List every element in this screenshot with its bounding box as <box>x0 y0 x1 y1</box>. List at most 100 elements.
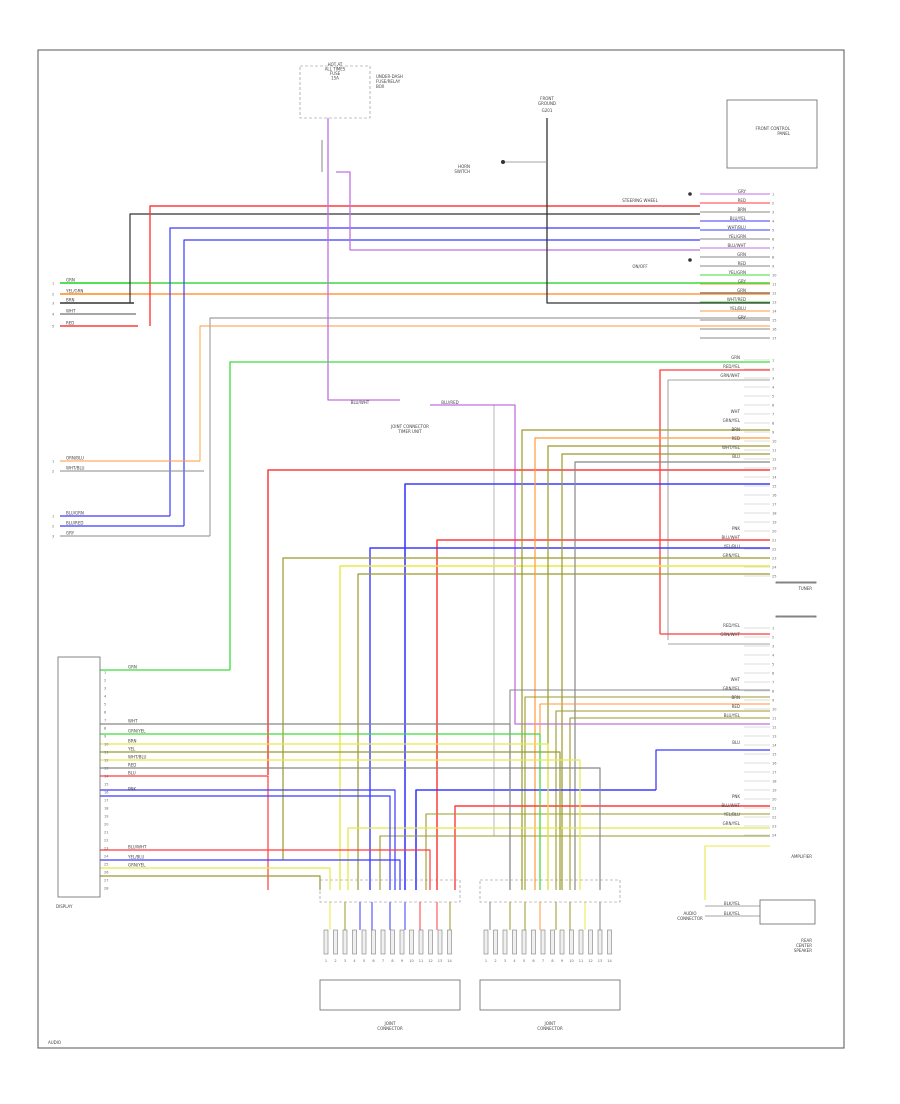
top-fuse-note-1: FUSE/RELAY <box>376 79 401 84</box>
right-upper-pin-12: 13 <box>772 301 776 305</box>
right-mid-pin-11: 12 <box>772 458 776 462</box>
top-fuse-note-2: BOX <box>376 84 385 89</box>
right-upper-label-8: RED <box>738 261 746 266</box>
display-pin-7: 8 <box>104 727 106 731</box>
bottom-joint-2-body <box>479 979 621 1011</box>
display-pin-0: 1 <box>104 671 106 675</box>
left-mid-label-0: ORN/BLU <box>66 456 84 461</box>
bottom-joint-2-pin-4 <box>521 929 527 955</box>
green-display-feed <box>229 361 770 670</box>
right-upper-label-10: GRY <box>738 279 747 284</box>
yellow-long-1 <box>339 565 770 890</box>
left-upper-label-2: BRN <box>66 298 75 303</box>
right-upper-label-14: GRY <box>738 315 747 320</box>
olive-long-2 <box>357 573 770 890</box>
right-mid-pin-21: 22 <box>772 548 776 552</box>
violet-branch <box>336 171 700 251</box>
audio-conn-text-1: CONNECTOR <box>677 916 703 921</box>
right-mid-pin-17: 18 <box>772 512 776 516</box>
right-low-label-2: WHT <box>731 677 741 682</box>
right-low-label-9: BLU/WHT <box>722 803 741 808</box>
right-upper-label-9: YEL/GRN <box>728 270 746 275</box>
bottom-joint-2-pinno-11: 12 <box>588 959 592 963</box>
tuner-rule <box>775 581 817 584</box>
bottom-joint-2-pinno-0: 1 <box>485 959 487 963</box>
bottom-joint-1-pinno-2: 3 <box>344 959 346 963</box>
display-pin-24: 25 <box>104 863 108 867</box>
bottom-joint-2-pinno-2: 3 <box>504 959 506 963</box>
display-pin-10: 11 <box>104 751 108 755</box>
display-pin-17: 18 <box>104 807 108 811</box>
bottom-joint-2-pin-13 <box>607 929 612 955</box>
display-pin-3: 4 <box>104 695 107 699</box>
bottom-joint-2-pin-9 <box>569 929 574 955</box>
page-id: AUDIO <box>48 1040 61 1045</box>
right-upper-label-4: WHT/BLU <box>728 225 747 230</box>
right-mid-pin-3: 4 <box>772 386 775 390</box>
bottom-joint-1-pinno-5: 6 <box>372 959 374 963</box>
right-low-label-3: GRN/YEL <box>723 686 741 691</box>
bottom-joint-2-pinno-8: 9 <box>561 959 563 963</box>
right-mid-label-3: WHT <box>731 409 741 414</box>
left-low-label-1: BLU/RED <box>66 521 83 526</box>
right-upper-label-5: YEL/GRN <box>728 234 746 239</box>
right-upper-pin-10: 11 <box>772 283 776 287</box>
right-low-pin-2: 3 <box>772 645 774 649</box>
display-module-box <box>57 656 101 898</box>
right-low-label-1: GRN/WHT <box>720 632 740 637</box>
right-upper-pin-14: 15 <box>772 319 776 323</box>
red-long-1 <box>267 469 770 775</box>
right-mid-label-0: GRN <box>731 355 740 360</box>
display-wire-12 <box>100 875 321 890</box>
left-low-pin-0: 1 <box>52 515 54 519</box>
amp-yellow <box>347 827 770 890</box>
bottom-joint-2-pinno-7: 8 <box>551 959 553 963</box>
display-pin-5: 6 <box>104 711 106 715</box>
right-upper-pin-15: 16 <box>772 328 776 332</box>
right-low-pin-15: 16 <box>772 762 776 766</box>
display-wire-1 <box>100 733 541 890</box>
left-upper-pin-3: 4 <box>52 313 55 317</box>
amp-bundle-4 <box>569 717 770 890</box>
display-module-text-0: DISPLAY <box>56 904 73 909</box>
bottom-joint-1-pinno-13: 14 <box>447 959 452 963</box>
right-low-pin-23: 24 <box>772 834 777 838</box>
right-mid-pin-15: 16 <box>772 494 776 498</box>
right-mid-pin-0: 1 <box>772 359 774 363</box>
right-upper-label-6: BLU/WHT <box>728 243 747 248</box>
bottom-joint-1-pin-5 <box>371 929 376 955</box>
display-pin-18: 19 <box>104 815 108 819</box>
display-pin-2: 3 <box>104 687 106 691</box>
bottom-joint-1-pin-1 <box>333 929 338 955</box>
red-right-1 <box>659 369 770 634</box>
top-fuse-box <box>299 65 371 119</box>
right-low-label-0: RED/YEL <box>723 623 741 628</box>
bottom-joint-2-pinno-1: 2 <box>494 959 496 963</box>
bottom-joint-2-top <box>479 879 621 903</box>
right-low-pin-8: 9 <box>772 699 774 703</box>
blue-riser-2 <box>183 239 700 526</box>
bottom-joint-1-pinno-10: 11 <box>419 959 423 963</box>
right-mid-pin-23: 24 <box>772 566 777 570</box>
right-low-pin-9: 10 <box>772 708 776 712</box>
bottom-joint-2-pin-10 <box>578 929 584 955</box>
blue-long-1 <box>404 483 770 890</box>
bottom-joint-2-pin-5 <box>531 929 536 955</box>
display-wire-0 <box>100 723 511 890</box>
right-mid-pin-2: 3 <box>772 377 774 381</box>
small-label-0: BLK/YEL <box>724 901 741 906</box>
horn-switch-note-0: HORN <box>458 164 470 169</box>
amp-red <box>454 805 770 890</box>
bottom-joint-1-pinno-1: 2 <box>334 959 336 963</box>
display-pin-27: 28 <box>104 887 108 891</box>
splice-dot-2 <box>688 258 692 262</box>
right-low-pin-5: 6 <box>772 672 774 676</box>
left-mid-pin-0: 1 <box>52 460 54 464</box>
wires-layer <box>60 118 770 930</box>
right-upper-label-1: RED <box>738 198 746 203</box>
mid-wire-label-0: BLU/WHT <box>351 400 370 405</box>
right-upper-label-3: BLU/YEL <box>730 216 747 221</box>
display-label-9: BLU/WHT <box>128 845 147 850</box>
right-low-pin-18: 19 <box>772 789 776 793</box>
